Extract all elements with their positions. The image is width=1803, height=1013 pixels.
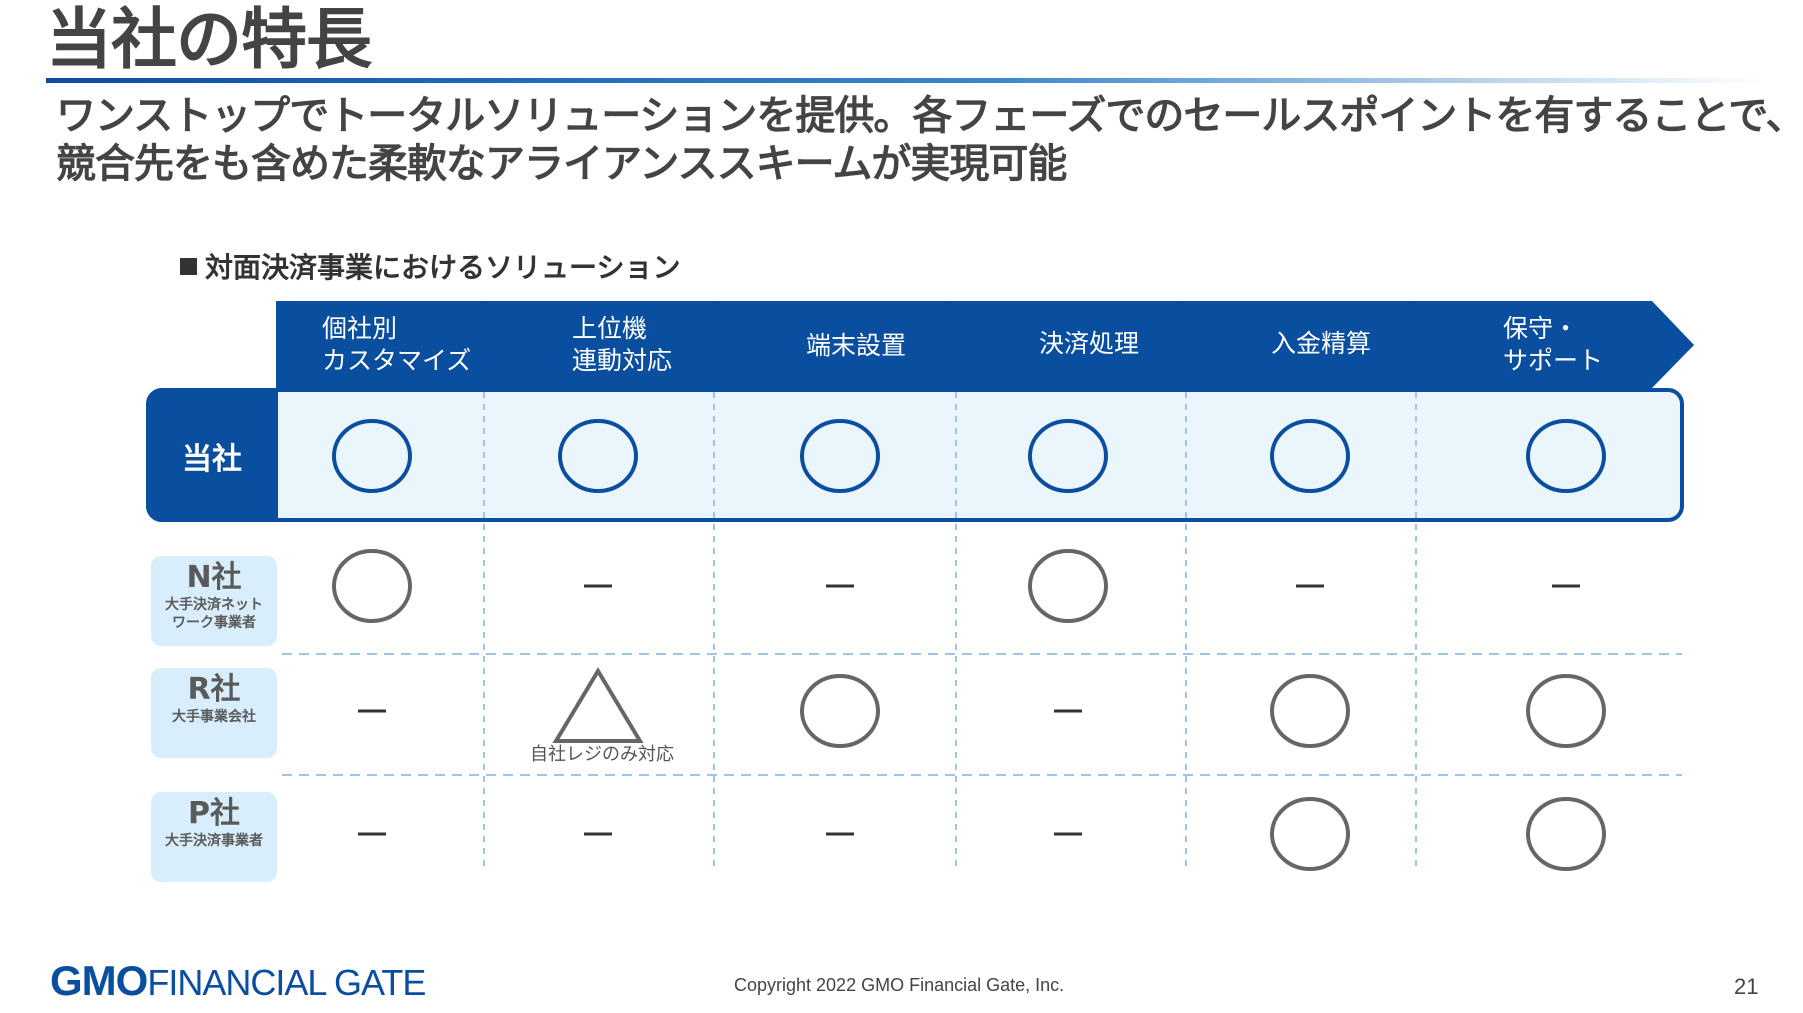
phase-chevron-2 <box>484 301 768 388</box>
column-dividers <box>483 392 1417 866</box>
mark-circle-icon <box>1270 419 1350 493</box>
mark-circle-icon <box>1526 674 1606 748</box>
phase-chevron-bar <box>276 301 1694 388</box>
phase-label-6: 保守・サポート <box>1503 314 1604 375</box>
mark-circle-icon <box>800 419 880 493</box>
competitor-label-p: P社 大手決済事業者 <box>151 792 277 882</box>
square-bullet-icon <box>180 258 197 275</box>
phase-label-5: 入金精算 <box>1271 329 1372 358</box>
page-title: 当社の特長 <box>46 1 372 78</box>
our-company-label: 当社 <box>146 390 278 522</box>
mark-circle-icon <box>1270 797 1350 871</box>
mark-circle-icon <box>1526 419 1606 493</box>
phase-chevron-5 <box>1180 301 1464 388</box>
copyright: Copyright 2022 GMO Financial Gate, Inc. <box>734 975 1065 995</box>
phase-chevron-6 <box>1412 301 1694 388</box>
mark-circle-icon <box>558 419 638 493</box>
marks-layer <box>332 419 1606 871</box>
phase-label-2: 上位機連動対応 <box>572 314 673 375</box>
mark-circle-icon <box>1526 797 1606 871</box>
competitor-label-n: N社 大手決済ネット ワーク事業者 <box>151 556 277 646</box>
phase-chevron-4 <box>948 301 1232 388</box>
mark-circle-icon <box>1270 674 1350 748</box>
phase-label-1: 個社別カスタマイズ <box>322 314 472 375</box>
phase-chevron-3 <box>716 301 1000 388</box>
mark-circle-icon <box>332 419 412 493</box>
title-underline <box>46 78 1766 83</box>
phase-label-4: 決済処理 <box>1039 329 1140 358</box>
section-label: 対面決済事業におけるソリューション <box>180 246 680 286</box>
phase-chevron-1 <box>276 301 536 388</box>
mark-circle-icon <box>1028 549 1108 623</box>
mark-circle-icon <box>332 549 412 623</box>
page-number: 21 <box>1734 974 1759 999</box>
competitor-label-r: R社 大手事業会社 <box>151 668 277 758</box>
mark-circle-icon <box>800 674 880 748</box>
subtitle-line-2: 競合先をも含めた柔軟なアライアンススキームが実現可能 <box>56 141 1067 187</box>
subtitle-line-1: ワンストップでトータルソリューションを提供。各フェーズでのセールスポイントを有す… <box>56 93 1803 139</box>
our-company-row <box>146 388 1684 522</box>
r-company-note: 自社レジのみ対応 <box>530 744 674 765</box>
row-dividers <box>282 653 1682 776</box>
company-logo: GMOFINANCIAL GATE <box>50 957 426 1004</box>
mark-triangle-icon <box>552 667 644 743</box>
section-label-text: 対面決済事業におけるソリューション <box>205 251 681 284</box>
phase-label-3: 端末設置 <box>806 331 907 360</box>
logo-gmo: GMO <box>50 957 148 1004</box>
page-subtitle: ワンストップでトータルソリューションを提供。各フェーズでのセールスポイントを有す… <box>56 92 1803 188</box>
mark-circle-icon <box>1028 419 1108 493</box>
logo-financial-gate: FINANCIAL GATE <box>147 962 426 1003</box>
